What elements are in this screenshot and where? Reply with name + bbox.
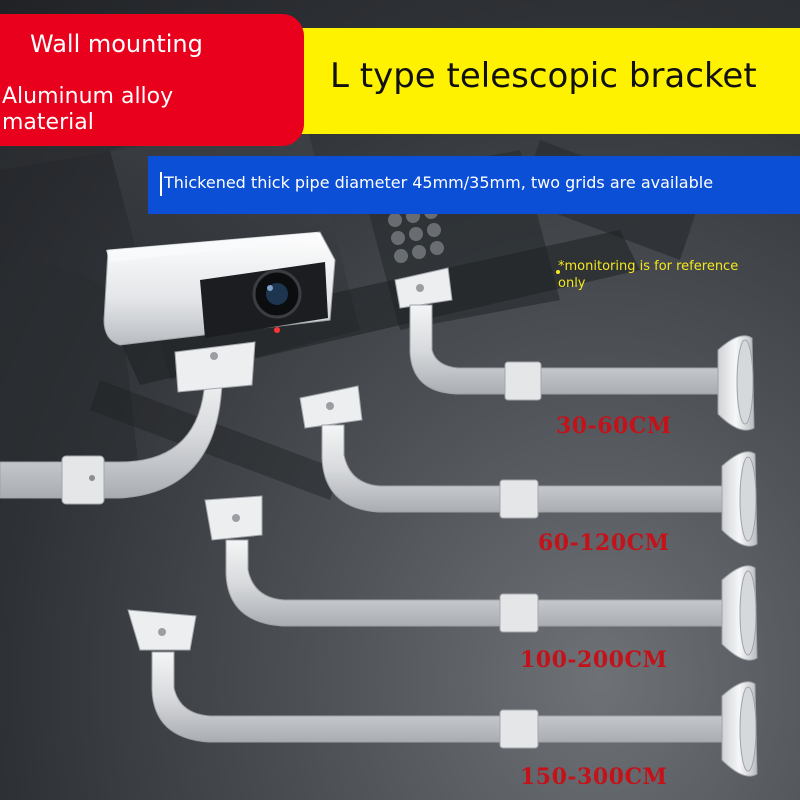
size-label-2: 60-120CM: [538, 530, 670, 556]
spec-strip: [148, 156, 800, 214]
badge-material-line-1: Aluminum alloy: [2, 84, 174, 109]
size-label-1: 30-60CM: [556, 413, 672, 439]
reference-note-line-2: only: [558, 276, 586, 291]
size-label-4: 150-300CM: [520, 764, 668, 790]
spec-strip-accent: [160, 172, 162, 196]
badge-wall-mounting: Wall mounting: [30, 30, 203, 58]
size-label-3: 100-200CM: [520, 647, 668, 673]
banner-title: L type telescopic bracket: [330, 56, 757, 96]
badge-material-line-2: material: [2, 110, 94, 135]
feature-badge: [0, 14, 304, 146]
spec-strip-text: Thickened thick pipe diameter 45mm/35mm,…: [164, 173, 714, 192]
badge-material: Aluminum alloy material: [2, 84, 173, 136]
note-bullet: [556, 270, 560, 274]
reference-note: *monitoring is for reference only: [558, 258, 794, 292]
title-banner: [240, 28, 800, 134]
reference-note-line-1: *monitoring is for reference: [558, 259, 739, 274]
